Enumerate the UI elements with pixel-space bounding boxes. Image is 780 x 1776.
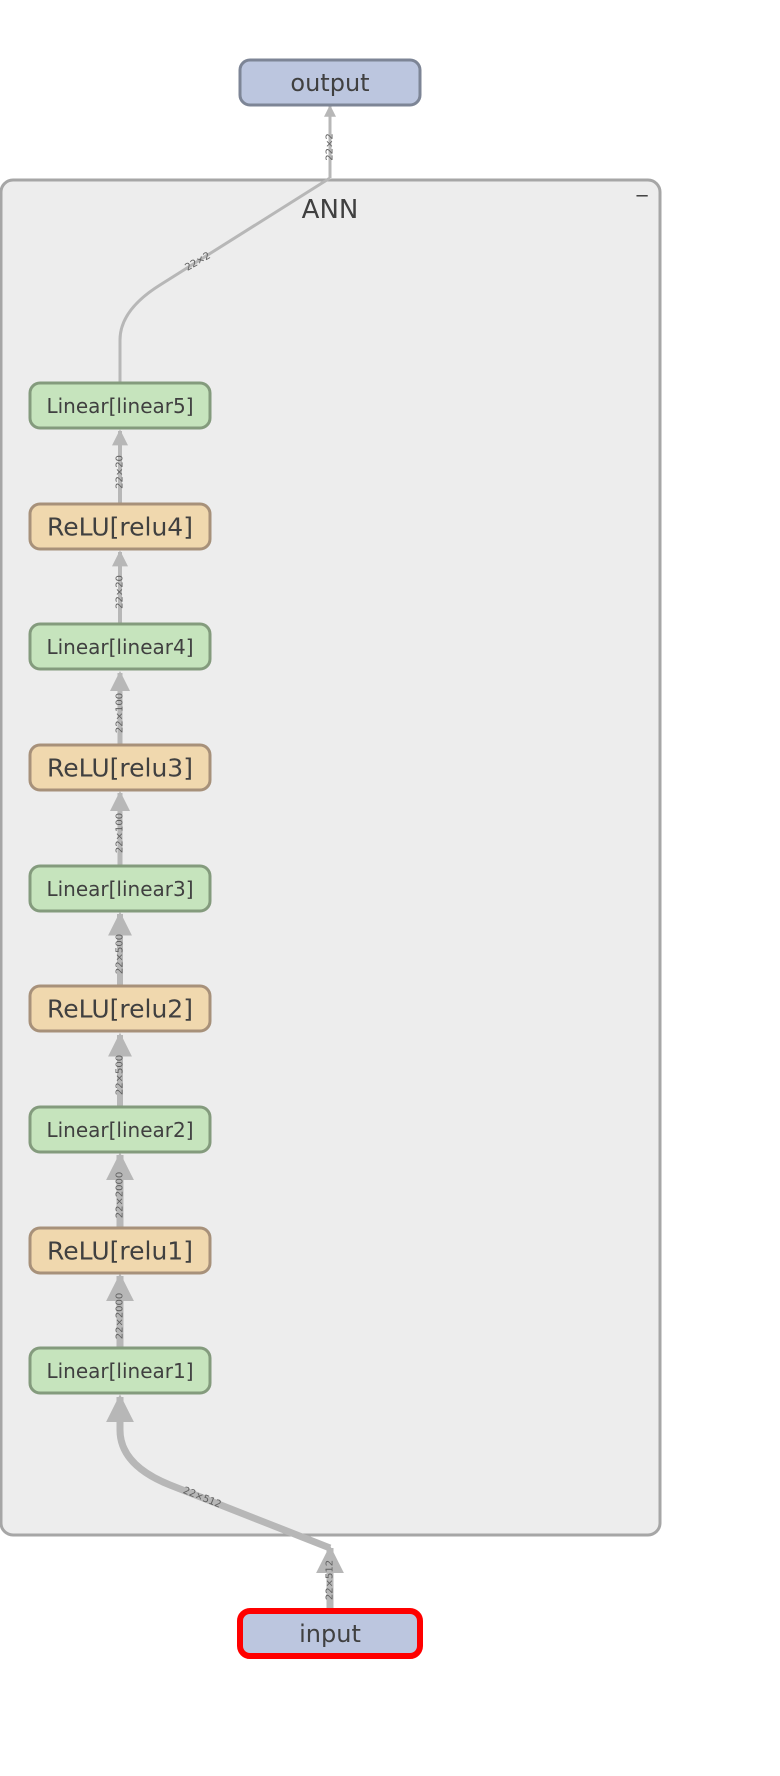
edge-label-ann-to-output: 22×2: [325, 133, 336, 160]
node-linear5-label: Linear[linear5]: [46, 394, 193, 418]
edge-ann-to-linear1: [106, 1394, 332, 1552]
node-relu4[interactable]: ReLU[relu4]: [28, 502, 212, 551]
node-linear1-label: Linear[linear1]: [46, 1359, 193, 1383]
node-output-label: output: [290, 69, 369, 97]
node-linear2-label: Linear[linear2]: [46, 1118, 193, 1142]
edge-label-relu3-to-linear4: 22×100: [115, 693, 126, 733]
edge-label-relu1-to-linear2: 22×2000: [115, 1172, 126, 1219]
node-linear5[interactable]: Linear[linear5]: [28, 381, 212, 430]
node-linear1[interactable]: Linear[linear1]: [28, 1346, 212, 1395]
node-input-label: input: [299, 1620, 361, 1648]
node-output[interactable]: output: [238, 58, 422, 107]
edge-label-relu4-to-linear5: 22×20: [115, 455, 126, 489]
node-linear3-label: Linear[linear3]: [46, 877, 193, 901]
node-relu1[interactable]: ReLU[relu1]: [28, 1226, 212, 1275]
node-linear2[interactable]: Linear[linear2]: [28, 1105, 212, 1154]
edge-label-linear4-to-relu4: 22×20: [115, 575, 126, 609]
node-relu2-label: ReLU[relu2]: [47, 995, 193, 1024]
node-relu3[interactable]: ReLU[relu3]: [28, 743, 212, 792]
edge-label-linear2-to-relu2: 22×500: [115, 1055, 126, 1095]
edge-label-input-to-ann: 22×512: [325, 1560, 336, 1600]
node-linear3[interactable]: Linear[linear3]: [28, 864, 212, 913]
ann-group-title: ANN: [302, 195, 359, 225]
edge-label-relu2-to-linear3: 22×500: [115, 934, 126, 974]
node-linear4-label: Linear[linear4]: [46, 635, 193, 659]
edge-label-linear3-to-relu3: 22×100: [115, 813, 126, 853]
minus-icon[interactable]: −: [634, 186, 649, 207]
node-relu1-label: ReLU[relu1]: [47, 1237, 193, 1266]
edge-linear5-to-ann: [118, 176, 331, 382]
node-relu4-label: ReLU[relu4]: [47, 513, 193, 542]
node-relu2[interactable]: ReLU[relu2]: [28, 984, 212, 1033]
node-input[interactable]: input: [237, 1608, 423, 1659]
node-relu3-label: ReLU[relu3]: [47, 754, 193, 783]
node-linear4[interactable]: Linear[linear4]: [28, 622, 212, 671]
edge-label-linear1-to-relu1: 22×2000: [115, 1293, 126, 1340]
